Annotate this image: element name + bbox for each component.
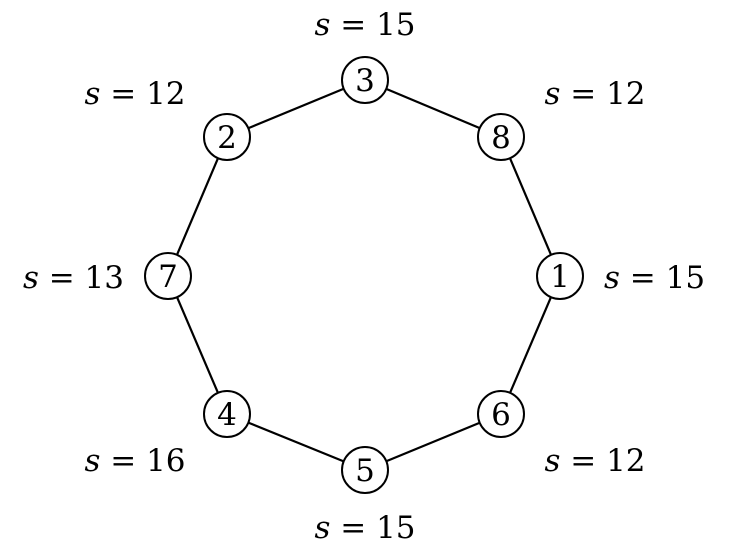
equals-sign: = [100, 443, 146, 479]
node-circle [477, 390, 525, 438]
score-value: 15 [376, 7, 415, 43]
score-value: 12 [146, 76, 185, 112]
edge-7-2 [175, 157, 220, 256]
node-label: 5 [355, 453, 375, 489]
edge-6-5 [385, 421, 481, 463]
score-variable: s [23, 260, 39, 296]
score-variable: s [84, 443, 100, 479]
score-labels: s = 15s = 12s = 15s = 12s = 15s = 16s = … [23, 7, 705, 546]
node-label: 2 [217, 120, 237, 156]
node-label: 7 [158, 259, 178, 295]
score-value: 16 [146, 443, 185, 479]
equals-sign: = [330, 7, 376, 43]
equals-sign: = [330, 510, 376, 546]
equals-sign: = [39, 260, 85, 296]
score-label-node-4: s = 16 [84, 443, 185, 479]
node-label: 1 [550, 259, 570, 295]
edge-8-1 [508, 157, 553, 256]
node-circle [341, 56, 389, 104]
equals-sign: = [560, 443, 606, 479]
node-4: 4 [203, 390, 251, 438]
node-2: 2 [203, 113, 251, 161]
node-3: 3 [341, 56, 389, 104]
score-label-node-5: s = 15 [314, 510, 415, 546]
node-8: 8 [477, 113, 525, 161]
score-label-node-3: s = 15 [314, 7, 415, 43]
score-variable: s [544, 443, 560, 479]
score-variable: s [604, 260, 620, 296]
score-value: 15 [666, 260, 705, 296]
edge-3-8 [385, 87, 481, 130]
score-label-node-1: s = 15 [604, 260, 705, 296]
node-circle [477, 113, 525, 161]
equals-sign: = [620, 260, 666, 296]
node-circle [203, 390, 251, 438]
score-value: 13 [85, 260, 124, 296]
edge-4-7 [176, 296, 219, 394]
node-circle [144, 252, 192, 300]
score-value: 12 [606, 443, 645, 479]
score-variable: s [544, 76, 560, 112]
node-circle [203, 113, 251, 161]
edge-5-4 [247, 421, 345, 463]
score-label-node-6: s = 12 [544, 443, 645, 479]
node-label: 4 [217, 397, 237, 433]
node-7: 7 [144, 252, 192, 300]
node-5: 5 [341, 446, 389, 494]
node-label: 3 [355, 63, 375, 99]
node-6: 6 [477, 390, 525, 438]
score-label-node-7: s = 13 [23, 260, 124, 296]
score-label-node-8: s = 12 [544, 76, 645, 112]
node-label: 6 [491, 397, 511, 433]
score-variable: s [314, 510, 330, 546]
node-circle [341, 446, 389, 494]
score-variable: s [84, 76, 100, 112]
edge-1-6 [509, 296, 552, 394]
edges [175, 87, 553, 463]
equals-sign: = [560, 76, 606, 112]
score-label-node-2: s = 12 [84, 76, 185, 112]
score-variable: s [314, 7, 330, 43]
score-value: 12 [606, 76, 645, 112]
equals-sign: = [100, 76, 146, 112]
node-1: 1 [536, 252, 584, 300]
node-circle [536, 252, 584, 300]
node-label: 8 [491, 120, 511, 156]
edge-2-3 [247, 87, 345, 130]
score-value: 15 [376, 510, 415, 546]
